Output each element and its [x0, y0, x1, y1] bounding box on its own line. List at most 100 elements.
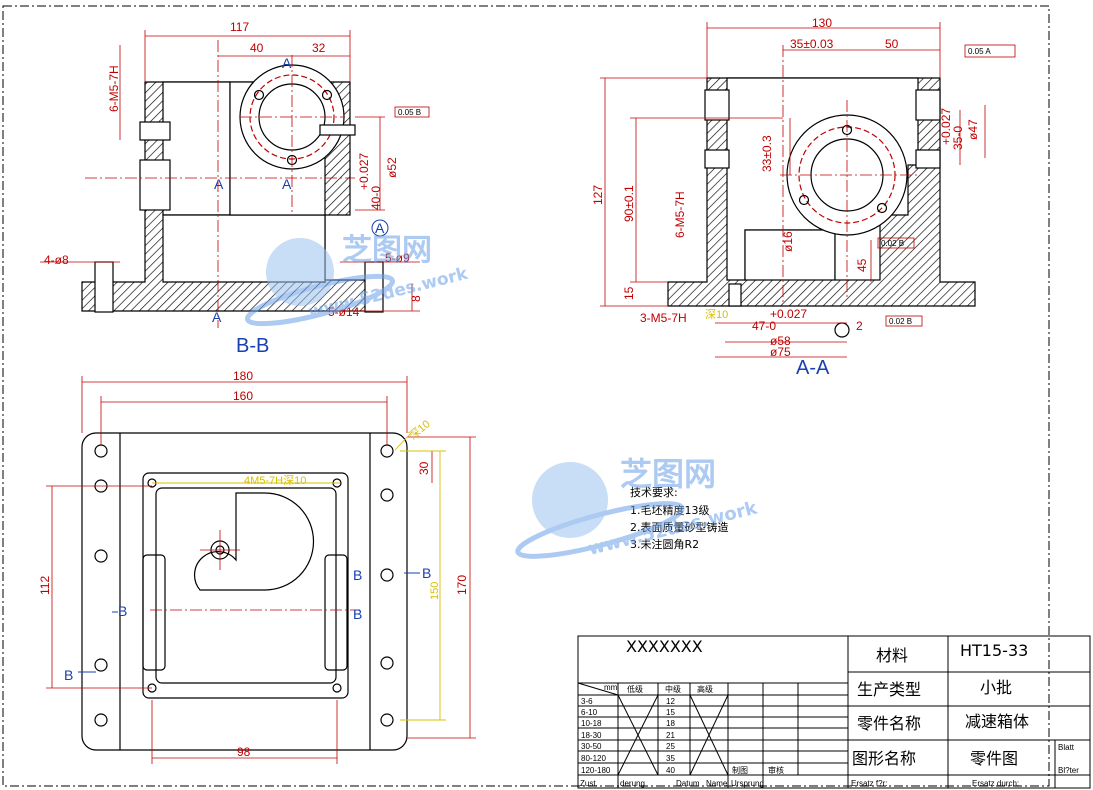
- dim-tap-bb: 6-M5-7H: [107, 65, 121, 112]
- tol-header-high: 高级: [697, 684, 713, 694]
- tol-mid-3: 21: [666, 731, 675, 740]
- mark-b-left1: B: [118, 603, 127, 619]
- dim-117: 117: [230, 20, 249, 34]
- dim-phi16: ø16: [781, 231, 795, 252]
- dim-127: 127: [591, 185, 605, 205]
- mark-a-mid2: A: [282, 176, 292, 192]
- tol-range-3: 18-30: [581, 731, 602, 740]
- blatt-label: Blatt: [1058, 743, 1075, 752]
- dim-98: 98: [237, 745, 251, 759]
- dim-180: 180: [233, 369, 253, 383]
- section-aa-dims: [600, 22, 1016, 358]
- tol-header-low: 低级: [627, 684, 643, 694]
- cut-plane-marks: [78, 572, 420, 673]
- dim-2: 2: [856, 319, 863, 333]
- notes-item-2: 2.表面质量砂型铸造: [630, 520, 729, 534]
- tol-col-head: mm: [604, 683, 618, 692]
- drawing-label: 图形名称: [852, 749, 916, 768]
- plan-view: [81, 432, 408, 751]
- watermark-brand-1: 芝图网: [342, 233, 432, 268]
- tol-range-6: 120-180: [581, 766, 611, 775]
- gdt-flat-bb: 0.05 B: [398, 108, 421, 117]
- dim-30: 30: [417, 461, 431, 475]
- tol-mid-2: 18: [666, 719, 675, 728]
- dim-phi52: ø52: [385, 157, 399, 178]
- sheet-border: [2, 5, 1050, 787]
- section-bb-view: [81, 40, 384, 328]
- mark-a-bot: A: [212, 309, 222, 325]
- tol-range-4: 30-50: [581, 742, 602, 751]
- dim-phi75: ø75: [770, 345, 791, 359]
- mark-b-right3: B: [422, 565, 431, 581]
- gdt-top-aa: 0.05 A: [968, 47, 991, 56]
- tol-mid-1: 15: [666, 708, 675, 717]
- section-aa-view: [667, 45, 976, 338]
- dim-112: 112: [38, 576, 52, 595]
- dim-phi58: ø58: [770, 334, 791, 348]
- dim-tol-plus: +0.027: [357, 153, 371, 190]
- tol-mid-4: 25: [666, 742, 675, 751]
- plan-yellow-dims: [152, 431, 446, 721]
- mark-a-circle: [371, 219, 389, 237]
- gdt-b2-aa: 0.02 B: [889, 317, 912, 326]
- tol-mid-5: 35: [666, 754, 675, 763]
- tol-range-0: 3-6: [581, 697, 593, 706]
- tol-range-5: 80-120: [581, 754, 606, 763]
- notes-title: 技术要求:: [630, 486, 678, 499]
- production-label: 生产类型: [857, 680, 921, 699]
- mark-b-right1: B: [353, 567, 362, 583]
- dim-32: 32: [312, 41, 326, 55]
- dim-160: 160: [233, 389, 253, 403]
- mark-a-mid1: A: [214, 176, 224, 192]
- dim-15: 15: [622, 286, 636, 300]
- dim-deep10: 深10: [705, 308, 728, 321]
- plan-dims: [46, 376, 476, 764]
- dim-phi47: ø47: [966, 119, 980, 140]
- production-value: 小批: [980, 678, 1012, 697]
- dim-130: 130: [812, 16, 832, 30]
- dim-tol-35: 35-0: [951, 126, 965, 150]
- tol-mid-6: 40: [666, 766, 675, 775]
- dim-33: 33±0.3: [760, 135, 774, 172]
- footer-zhi: 制图: [732, 765, 748, 775]
- dim-tol-35-plus: +0.027: [939, 108, 953, 145]
- tol-mid-0: 12: [666, 697, 675, 706]
- dim-150: 150: [429, 582, 441, 600]
- material-label: 材料: [876, 646, 908, 665]
- mark-b-right2: B: [353, 606, 362, 622]
- footer-ersatz-durch: Ersatz durch:: [972, 779, 1019, 788]
- dim-35: 35±0.03: [790, 37, 834, 51]
- gdt-b-aa: 0.02 B: [881, 239, 904, 248]
- drawing-value: 零件图: [970, 749, 1018, 768]
- tol-range-2: 10-18: [581, 719, 602, 728]
- dim-90: 90±0.1: [622, 185, 636, 222]
- footer-ersatz-fuer: Ersatz f?r:: [851, 779, 887, 788]
- section-bb-label: B-B: [236, 335, 269, 357]
- dim-50: 50: [885, 37, 899, 51]
- footer-name: Name: [706, 779, 728, 788]
- footer-ursprung: Ursprung: [731, 779, 764, 788]
- footer-zust: Zust.: [580, 779, 598, 788]
- tol-header-mid: 中级: [665, 684, 681, 694]
- dim-4-d8: 4-ø8: [44, 253, 69, 267]
- dim-angle: 深10: [407, 417, 433, 442]
- dim-tap-aa: 6-M5-7H: [673, 191, 687, 238]
- dim-170: 170: [455, 575, 469, 595]
- blaetter-label: Bl?ter: [1058, 766, 1079, 775]
- dim-tap-bot: 3-M5-7H: [640, 311, 687, 325]
- dim-45: 45: [855, 258, 869, 272]
- dim-40: 40: [250, 41, 264, 55]
- footer-shen: 审核: [768, 765, 784, 775]
- section-bb-dims: [40, 30, 430, 312]
- material-value: HT15-33: [960, 641, 1028, 660]
- section-aa-label: A-A: [796, 357, 830, 379]
- tol-range-1: 6-10: [581, 708, 598, 717]
- footer-aenderung: derung: [620, 779, 645, 788]
- footer-datum: Datum: [676, 779, 700, 788]
- dim-tap-plan: 4M5-7H深10: [244, 474, 306, 487]
- dim-tol-40: 40-0: [369, 186, 383, 210]
- title-block: [577, 635, 1091, 789]
- notes-item-3: 3.未注圆角R2: [630, 537, 699, 551]
- mark-b-left2: B: [64, 667, 73, 683]
